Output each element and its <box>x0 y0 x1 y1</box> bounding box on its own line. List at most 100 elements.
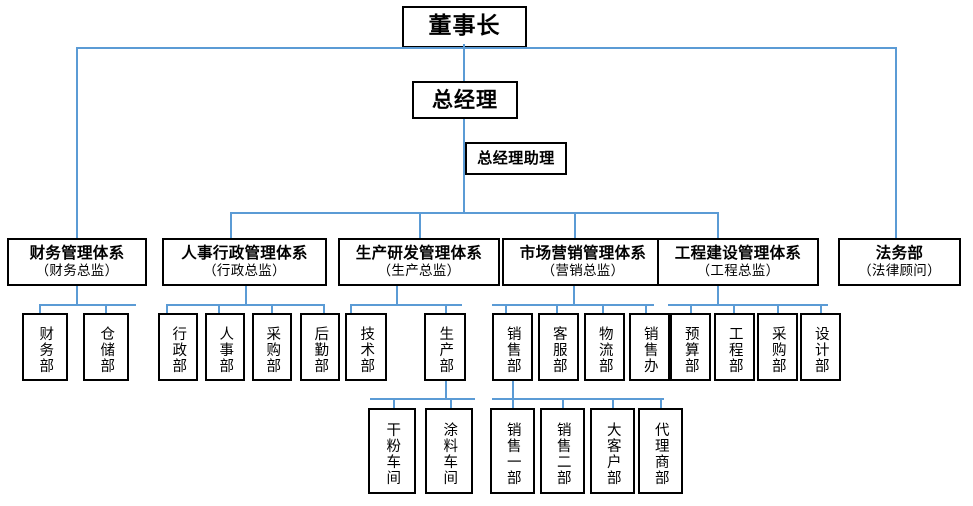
general-manager-label: 总经理 <box>432 87 498 112</box>
grandchild-production-0-label: 干粉车间 <box>384 421 401 486</box>
grandchild-sales-3-label: 代理商部 <box>652 421 669 486</box>
connector-engineering-bar <box>668 304 828 306</box>
node-sub-hr-1[interactable]: 人事部 <box>205 313 245 381</box>
node-sub-hr-0[interactable]: 行政部 <box>158 313 198 381</box>
node-sub-finance-0[interactable]: 财务部 <box>22 313 68 381</box>
sub-hr-3-label: 后勤部 <box>312 325 329 374</box>
connector-production-to-grandchild-1 <box>450 398 452 408</box>
node-sub-engineering-0[interactable]: 预算部 <box>670 313 711 381</box>
node-sub-engineering-2[interactable]: 采购部 <box>757 313 798 381</box>
node-grandchild-sales-1[interactable]: 销售二部 <box>540 408 585 494</box>
connector-finance-to-child-1 <box>105 304 107 313</box>
connector-bus-to-legal <box>895 47 897 238</box>
sub-engineering-1-label: 工程部 <box>726 325 743 374</box>
connector-production-to-child-1 <box>445 304 447 313</box>
sub-engineering-0-label: 预算部 <box>682 325 699 374</box>
division-marketing-name: 市场营销管理体系 <box>519 243 647 262</box>
connector-sales-to-grandchild-2 <box>612 398 614 408</box>
connector-hr-to-child-0 <box>166 304 168 313</box>
chairman-label: 董事长 <box>428 13 501 40</box>
connector-sales-to-grandchild-1 <box>562 398 564 408</box>
division-hr-admin-name: 人事行政管理体系 <box>181 243 308 262</box>
sub-marketing-3-label: 销售办 <box>641 325 658 374</box>
connector-bus-to-marketing <box>574 212 576 238</box>
connector-finance-to-child-0 <box>39 304 41 313</box>
connector-engineering-down <box>717 286 719 305</box>
connector-marketing-bar <box>492 304 654 306</box>
connector-sales-down <box>512 381 514 399</box>
sub-hr-2-label: 采购部 <box>264 325 281 374</box>
node-division-engineering[interactable]: 工程建设管理体系 （工程总监） <box>657 238 819 286</box>
sub-production-1-label: 生产部 <box>437 325 454 374</box>
division-finance-head: （财务总监） <box>35 263 119 280</box>
connector-engineering-to-child-3 <box>820 304 822 313</box>
division-legal-head: （法律顾问） <box>858 263 941 280</box>
connector-production-grandchild-bar <box>370 398 475 400</box>
grandchild-sales-0-label: 销售一部 <box>504 421 521 486</box>
connector-marketing-to-child-0 <box>505 304 507 313</box>
division-marketing-head: （营销总监） <box>541 263 625 280</box>
node-grandchild-sales-2[interactable]: 大客户部 <box>590 408 635 494</box>
node-grandchild-production-1[interactable]: 涂料车间 <box>425 408 473 494</box>
connector-hr-to-child-2 <box>271 304 273 313</box>
connector-bus-to-engineering <box>717 212 719 238</box>
division-production-name: 生产研发管理体系 <box>355 243 483 262</box>
node-sub-engineering-3[interactable]: 设计部 <box>800 313 841 381</box>
sub-marketing-1-label: 客服部 <box>550 325 567 374</box>
sub-finance-1-label: 仓储部 <box>98 325 115 374</box>
node-general-manager[interactable]: 总经理 <box>412 81 518 119</box>
connector-bus-to-production <box>419 212 421 238</box>
connector-hr-to-child-1 <box>218 304 220 313</box>
node-gm-assistant[interactable]: 总经理助理 <box>465 142 567 175</box>
node-sub-engineering-1[interactable]: 工程部 <box>714 313 755 381</box>
node-grandchild-production-0[interactable]: 干粉车间 <box>368 408 416 494</box>
connector-sales-to-grandchild-0 <box>512 398 514 408</box>
node-chairman[interactable]: 董事长 <box>402 6 527 48</box>
connector-hr-bar <box>166 304 324 306</box>
node-sub-marketing-2[interactable]: 物流部 <box>584 313 625 381</box>
connector-marketing-down <box>573 286 575 305</box>
node-division-legal[interactable]: 法务部 （法律顾问） <box>838 238 961 286</box>
division-engineering-name: 工程建设管理体系 <box>674 243 802 262</box>
division-engineering-head: （工程总监） <box>696 263 780 280</box>
connector-bus-to-finance <box>76 47 78 238</box>
division-legal-name: 法务部 <box>875 243 924 262</box>
connector-hr-down <box>245 286 247 305</box>
node-sub-marketing-3[interactable]: 销售办 <box>629 313 670 381</box>
connector-hr-to-child-3 <box>323 304 325 313</box>
node-sub-marketing-1[interactable]: 客服部 <box>538 313 579 381</box>
division-hr-admin-head: （行政总监） <box>203 263 286 280</box>
sub-hr-1-label: 人事部 <box>217 325 234 374</box>
grandchild-sales-2-label: 大客户部 <box>604 421 621 486</box>
node-sub-finance-1[interactable]: 仓储部 <box>83 313 129 381</box>
node-sub-marketing-0[interactable]: 销售部 <box>492 313 533 381</box>
node-division-production[interactable]: 生产研发管理体系 （生产总监） <box>338 238 500 286</box>
connector-chairman-bus <box>76 47 896 49</box>
node-division-marketing[interactable]: 市场营销管理体系 （营销总监） <box>502 238 664 286</box>
node-division-hr-admin[interactable]: 人事行政管理体系 （行政总监） <box>162 238 327 286</box>
node-sub-hr-2[interactable]: 采购部 <box>252 313 292 381</box>
node-sub-production-0[interactable]: 技术部 <box>345 313 387 381</box>
sub-engineering-2-label: 采购部 <box>769 325 786 374</box>
node-sub-production-1[interactable]: 生产部 <box>424 313 466 381</box>
connector-production-down <box>396 286 398 305</box>
connector-production-to-child-0 <box>350 304 352 313</box>
sub-hr-0-label: 行政部 <box>170 325 187 374</box>
node-grandchild-sales-0[interactable]: 销售一部 <box>490 408 535 494</box>
connector-bus-to-gm <box>463 47 465 81</box>
connector-sales-to-grandchild-3 <box>660 398 662 408</box>
division-production-head: （生产总监） <box>377 263 461 280</box>
grandchild-production-1-label: 涂料车间 <box>441 421 458 486</box>
connector-marketing-to-child-3 <box>645 304 647 313</box>
division-finance-name: 财务管理体系 <box>29 243 125 262</box>
connector-finance-bar <box>39 304 136 306</box>
sub-marketing-2-label: 物流部 <box>596 325 613 374</box>
node-sub-hr-3[interactable]: 后勤部 <box>300 313 340 381</box>
connector-bus-to-hr <box>230 212 232 238</box>
node-grandchild-sales-3[interactable]: 代理商部 <box>638 408 683 494</box>
node-division-finance[interactable]: 财务管理体系 （财务总监） <box>7 238 147 286</box>
connector-engineering-to-child-1 <box>733 304 735 313</box>
connector-engineering-to-child-2 <box>777 304 779 313</box>
sub-engineering-3-label: 设计部 <box>812 325 829 374</box>
